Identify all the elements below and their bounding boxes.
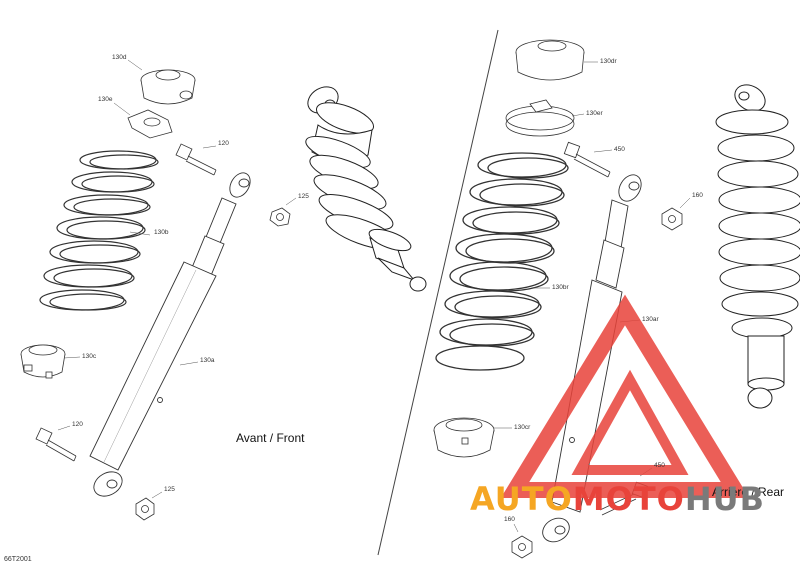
callout-130d: 130d [112,54,127,61]
callout-450-bottom: 450 [654,462,665,469]
callout-125-top: 125 [298,193,309,200]
watermark-logo [500,294,750,498]
rear-spring-seat-130dr [515,39,585,81]
callout-160-top: 160 [692,192,703,199]
callout-130dr: 130dr [600,58,617,65]
front-spring-seat-130d [140,69,196,105]
watermark-text: AUTOMOTOHUB [470,480,765,518]
front-coil-spring-130b [39,150,159,311]
callout-120-top: 120 [218,140,229,147]
callout-160-bottom: 160 [504,516,515,523]
watermark-hub: HUB [684,480,766,518]
front-bottom-nut-125 [135,497,155,521]
front-shock-absorber-130a [89,172,251,497]
callout-130ar: 130ar [642,316,659,323]
rear-top-bolt-450 [563,141,611,178]
front-top-bolt-120 [175,143,217,176]
callout-130c: 130c [82,353,97,360]
rear-lower-seat-130cr [433,417,495,458]
front-top-nut-125 [269,207,291,227]
rear-coil-spring-130br [435,152,569,371]
watermark-auto: AUTO [470,480,573,518]
figure-code: 66T2001 [4,556,32,563]
front-section-title: Avant / Front [236,431,305,445]
front-assembled-shock [305,86,427,292]
rear-washer-130er [505,99,575,137]
watermark-moto: MOTO [572,480,685,518]
rear-assembled-shock [715,84,800,409]
front-bottom-bolt-120 [35,427,77,462]
callout-120-bottom: 120 [72,421,83,428]
front-lower-seat-130c [20,344,66,379]
rear-bottom-nut-160 [511,535,533,559]
callout-450-top: 450 [614,146,625,153]
front-clip-130e [127,109,173,139]
section-divider [377,29,499,556]
callout-130er: 130er [586,110,603,117]
callout-130cr: 130cr [514,424,531,431]
callout-125-bottom: 125 [164,486,175,493]
callout-130a: 130a [200,357,215,364]
rear-top-nut-160 [661,207,683,231]
rear-section-title: Arrière / Rear [712,485,785,499]
callout-130e: 130e [98,96,113,103]
callout-130b: 130b [154,229,169,236]
callout-130br: 130br [552,284,569,291]
